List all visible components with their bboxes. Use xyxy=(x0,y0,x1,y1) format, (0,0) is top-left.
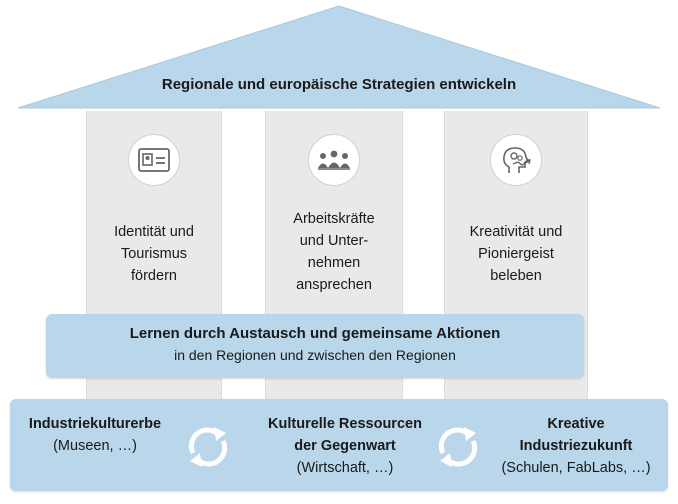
foundation-present-resources: Kulturelle Ressourcen der Gegenwart (Wir… xyxy=(268,416,422,476)
roof-title: Regionale und europäische Strategien ent… xyxy=(161,76,517,93)
learning-band-subtitle: in den Regionen und zwischen den Regione… xyxy=(174,347,456,363)
id-card-icon xyxy=(128,134,180,186)
pillar-creativity-text: Kreativität und Pioniergeist beleben xyxy=(469,224,563,284)
pillar-workforce-text: Arbeitskräfte und Unter- nehmen ansprech… xyxy=(293,211,375,293)
foundation: Industriekulturerbe (Museen, …) Kulturel… xyxy=(10,399,668,491)
people-group-icon xyxy=(308,134,360,186)
learning-band: Lernen durch Austausch und gemeinsame Ak… xyxy=(46,314,584,378)
foundation-heritage: Industriekulturerbe (Museen, …) xyxy=(28,416,162,454)
cycle-arrows-icon xyxy=(188,427,228,467)
cycle-arrows-icon xyxy=(438,427,478,467)
foundation-creative-future: Kreative Industriezukunft (Schulen, FabL… xyxy=(501,416,651,476)
roof xyxy=(17,5,661,109)
creative-head-icon xyxy=(490,134,542,186)
pillar-identity-text: Identität und Tourismus fördern xyxy=(114,224,194,284)
learning-band-title: Lernen durch Austausch und gemeinsame Ak… xyxy=(129,325,501,342)
